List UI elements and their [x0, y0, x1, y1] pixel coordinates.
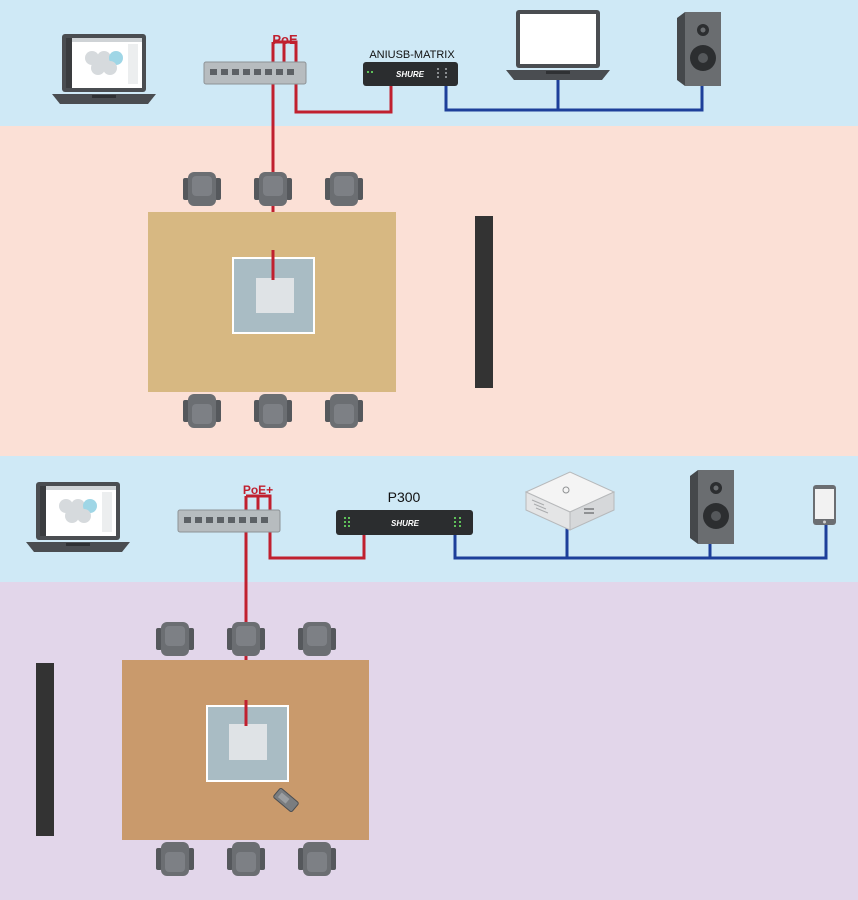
chair-icon: [156, 842, 194, 876]
room-floor-1: [0, 126, 858, 456]
chair-icon: [183, 394, 221, 428]
network-switch-icon: [203, 61, 307, 85]
chair-icon: [227, 842, 265, 876]
chair-icon: [254, 172, 292, 206]
network-switch-icon: [177, 509, 281, 533]
mobile-phone-icon: [813, 485, 836, 525]
chair-icon: [325, 394, 363, 428]
chair-icon: [183, 172, 221, 206]
p300-label: P300: [388, 489, 421, 505]
mini-pc-icon: [524, 471, 616, 531]
aniusb-brand: SHURE: [396, 70, 425, 79]
poe-plus-label: PoE+: [243, 483, 273, 497]
speaker-icon: [677, 12, 721, 86]
audio-cables-1: [444, 80, 704, 112]
wall-display-icon: [36, 663, 54, 836]
aniusb-matrix-device: [363, 62, 458, 86]
remote-control-icon: [273, 788, 299, 812]
chair-icon: [298, 842, 336, 876]
p300-brand: SHURE: [391, 519, 420, 528]
chair-icon: [254, 394, 292, 428]
chair-icon: [227, 622, 265, 656]
speaker-icon: [690, 470, 734, 544]
laptop-icon: [506, 10, 610, 80]
chair-icon: [298, 622, 336, 656]
chair-icon: [325, 172, 363, 206]
chair-icon: [156, 622, 194, 656]
wall-display-icon: [475, 216, 493, 388]
aniusb-matrix-label: ANIUSB-MATRIX: [369, 49, 455, 61]
poe-label: PoE: [272, 32, 298, 47]
p300-device: [336, 510, 473, 535]
